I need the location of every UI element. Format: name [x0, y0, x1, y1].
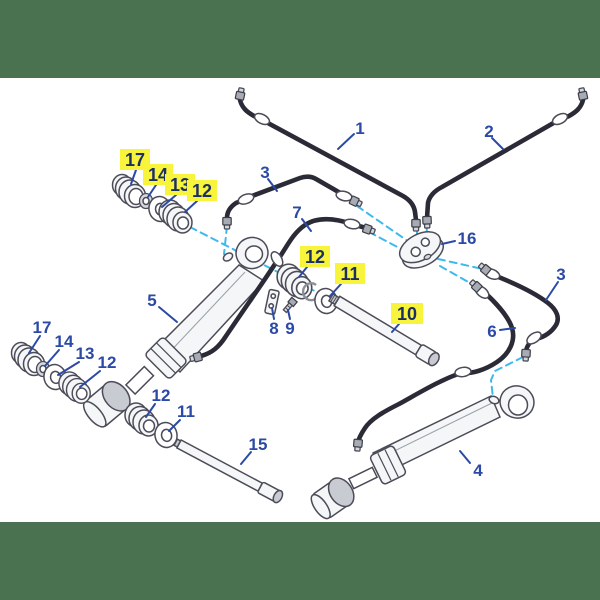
bottom-green-band	[0, 522, 600, 600]
dashed-hose3R-cyl4-port	[489, 356, 524, 399]
bracket-8	[264, 288, 280, 316]
sleeve-hose6-b	[453, 365, 473, 379]
svg-text:12: 12	[98, 353, 117, 372]
callout-washer-13-low[interactable]: 13	[76, 344, 95, 363]
screw-9	[282, 296, 299, 314]
callout-washer-11-mid[interactable]: 11	[335, 263, 365, 284]
nut-hose1-bottom	[411, 218, 421, 232]
callout-bushing-12-low-a[interactable]: 12	[98, 353, 117, 372]
hose-1	[237, 97, 419, 223]
callout-hose-1[interactable]: 1	[355, 119, 364, 138]
svg-text:12: 12	[152, 386, 171, 405]
callout-bracket-8[interactable]: 8	[269, 319, 278, 338]
svg-text:14: 14	[148, 165, 168, 185]
cylinder-4	[310, 385, 535, 520]
svg-text:7: 7	[292, 203, 301, 222]
dashed-hose3L-manifold	[356, 205, 416, 247]
callout-ring-14-low[interactable]: 14	[55, 332, 74, 351]
cylinder-4-clevis	[499, 385, 535, 419]
svg-text:4: 4	[473, 461, 483, 480]
callout-rod-15[interactable]: 15	[249, 435, 268, 454]
svg-text:13: 13	[76, 344, 95, 363]
svg-text:12: 12	[305, 247, 325, 267]
callout-screw-9[interactable]: 9	[285, 319, 294, 338]
callout-cap-17-top[interactable]: 17	[120, 149, 150, 170]
cylinder-5	[82, 236, 269, 428]
svg-text:9: 9	[285, 319, 294, 338]
callout-washer-11-low[interactable]: 11	[177, 402, 195, 421]
callout-cylinder-4[interactable]: 4	[473, 461, 483, 480]
callout-cap-17-low[interactable]: 17	[33, 318, 52, 337]
callout-bushing-12-low-b[interactable]: 12	[152, 386, 171, 405]
dashed-port-cyl5	[223, 225, 228, 255]
svg-text:8: 8	[269, 319, 278, 338]
svg-text:3: 3	[556, 265, 565, 284]
svg-text:10: 10	[397, 304, 417, 324]
callout-bushing-12-top[interactable]: 12	[187, 180, 217, 201]
sleeve-hose1	[252, 110, 272, 128]
leader-lines	[28, 133, 559, 465]
nut-hose6-bottom	[352, 438, 364, 452]
manifold-16	[398, 231, 444, 269]
svg-text:17: 17	[33, 318, 52, 337]
svg-text:3: 3	[260, 163, 269, 182]
bushing-12-low-a	[58, 371, 91, 404]
callout-hose-2[interactable]: 2	[484, 122, 493, 141]
callout-hose-3-left[interactable]: 3	[260, 163, 269, 182]
pin-10	[327, 292, 440, 367]
bushing-12-mid	[276, 263, 313, 300]
svg-text:15: 15	[249, 435, 268, 454]
nut-hose7-right	[361, 223, 377, 237]
cylinder-5-eye	[82, 380, 131, 428]
svg-text:2: 2	[484, 122, 493, 141]
svg-text:14: 14	[55, 332, 74, 351]
callout-cylinder-5[interactable]: 5	[147, 291, 156, 310]
callouts: 1 2 3 7 16 3 6 5 8 9 15 4 17 14 13 12 12…	[33, 119, 566, 480]
mid-cluster	[264, 263, 341, 317]
svg-text:1: 1	[355, 119, 364, 138]
svg-text:11: 11	[340, 264, 359, 284]
nut-hose1-top	[234, 86, 247, 101]
svg-text:17: 17	[125, 150, 145, 170]
callout-hose-3-right[interactable]: 3	[556, 265, 565, 284]
nut-hose2-top	[576, 86, 589, 101]
top-green-band	[0, 0, 600, 78]
nut-hose3L-left	[222, 216, 232, 230]
nut-hose3R-bottom	[520, 348, 532, 362]
hose-2	[424, 97, 586, 221]
callout-manifold-16[interactable]: 16	[458, 229, 477, 248]
callout-pin-10[interactable]: 10	[391, 303, 423, 324]
dashed-axis-line	[189, 226, 339, 304]
callout-hose-6[interactable]: 6	[487, 322, 496, 341]
cylinder-5-port-tab	[222, 252, 234, 262]
nut-hose3L-right	[348, 195, 364, 209]
svg-text:12: 12	[192, 181, 212, 201]
svg-text:5: 5	[147, 291, 156, 310]
callout-hose-7[interactable]: 7	[292, 203, 301, 222]
dashed-hose7-manifold	[368, 231, 406, 252]
sleeve-hose3L-a	[236, 191, 256, 207]
svg-text:16: 16	[458, 229, 477, 248]
hose-3-left	[224, 174, 352, 221]
callout-bushing-12-mid[interactable]: 12	[300, 246, 330, 267]
sleeve-hose7-a	[342, 217, 362, 231]
svg-text:11: 11	[177, 402, 195, 421]
nut-hose2-bottom	[422, 215, 433, 229]
svg-text:13: 13	[170, 175, 190, 195]
svg-text:6: 6	[487, 322, 496, 341]
sleeve-hose2	[550, 110, 570, 128]
cylinder-4-port-tab	[488, 395, 500, 405]
cylinder-5-clevis	[235, 236, 269, 270]
cylinder-4-eye	[310, 477, 355, 520]
